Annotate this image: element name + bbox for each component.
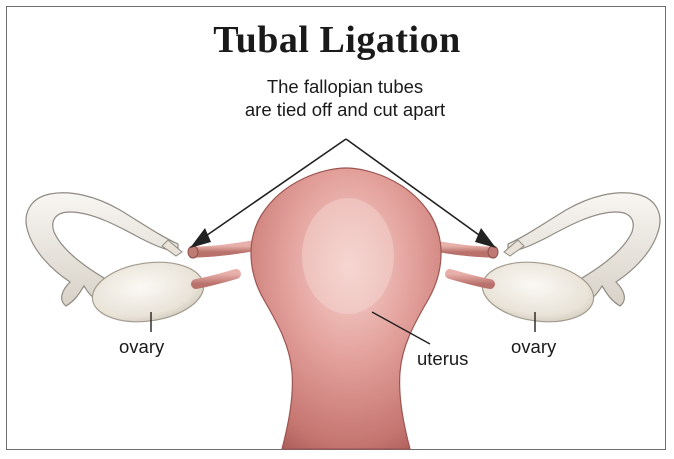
label-ovary-left: ovary	[119, 336, 164, 358]
right-tube-stump	[434, 246, 498, 258]
subtitle-line-1: The fallopian tubes	[0, 76, 674, 98]
left-tube-stump	[188, 246, 252, 258]
right-ovary	[450, 255, 597, 328]
label-ovary-right: ovary	[511, 336, 556, 358]
arrowhead-left	[190, 228, 211, 248]
uterus	[251, 168, 441, 449]
subtitle-line-2: are tied off and cut apart	[0, 99, 674, 121]
left-ovary	[89, 255, 236, 328]
label-uterus: uterus	[417, 348, 468, 370]
arrowhead-right	[475, 228, 496, 248]
diagram-title: Tubal Ligation	[0, 18, 674, 62]
